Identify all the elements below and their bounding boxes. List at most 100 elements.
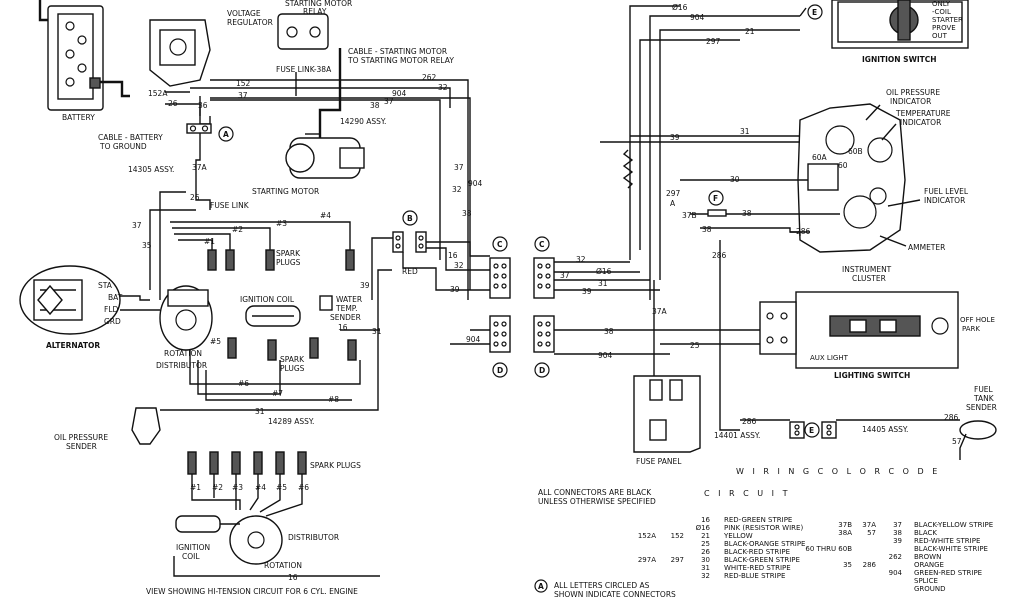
fuse-panel: FUSE PANEL <box>633 375 701 466</box>
legend-color: BLACK-WHITE STRIPE <box>914 545 988 553</box>
legend-color: RED-WHITE STRIPE <box>914 537 980 545</box>
svg-text:60B: 60B <box>848 147 863 156</box>
connector-c-right: C <box>533 236 555 299</box>
svg-text:AMMETER: AMMETER <box>908 243 945 252</box>
svg-text:30: 30 <box>730 175 740 184</box>
svg-text:38: 38 <box>604 327 614 336</box>
legend-color: RED-GREEN STRIPE <box>724 516 792 524</box>
svg-text:Ø16: Ø16 <box>672 3 688 12</box>
connector-d-right: D <box>533 315 555 378</box>
svg-text:31: 31 <box>255 407 265 416</box>
svg-text:297: 297 <box>706 37 721 46</box>
svg-text:RED: RED <box>402 267 418 276</box>
legend-circuit-c: 39 <box>893 537 902 545</box>
legend-circuit-c: 31 <box>701 564 710 572</box>
svg-text:60: 60 <box>838 161 848 170</box>
svg-text:904: 904 <box>466 335 481 344</box>
svg-text:904: 904 <box>690 13 705 22</box>
legend-color: BLACK-GREEN STRIPE <box>724 556 800 564</box>
svg-text:FLD: FLD <box>104 305 118 314</box>
svg-text:A: A <box>223 130 229 139</box>
harness-top <box>165 72 471 300</box>
svg-text:37: 37 <box>384 97 394 106</box>
legend-circuit-c: 16 <box>701 516 710 524</box>
ignition-coil: IGNITION COIL <box>240 295 301 327</box>
legend-circuit-c: 30 <box>701 556 710 564</box>
legend-circuit-a: 152A <box>638 532 656 540</box>
svg-text:39: 39 <box>582 287 592 296</box>
connector-c-left: C <box>489 236 511 299</box>
svg-text:D: D <box>497 366 503 375</box>
caption-bottom: VIEW SHOWING HI-TENSION CIRCUIT FOR 6 CY… <box>146 587 358 596</box>
legend-circuit-b: 57 <box>867 529 876 537</box>
distributor: ROTATION DISTRIBUTOR <box>156 285 213 370</box>
legend-circuit-b: 297 <box>671 556 684 564</box>
battery-label: BATTERY <box>62 113 95 122</box>
legend-circuit-a: 297A <box>638 556 656 564</box>
svg-text:286: 286 <box>796 227 811 236</box>
svg-text:37: 37 <box>454 163 464 172</box>
legend-color: YELLOW <box>723 532 753 540</box>
svg-text:31: 31 <box>372 327 382 336</box>
svg-text:37B: 37B <box>682 211 697 220</box>
starting-motor-relay: STARTING MOTOR RELAY <box>277 0 352 50</box>
rotation-label: ROTATION <box>164 349 202 358</box>
svg-text:AUX LIGHT: AUX LIGHT <box>810 354 849 362</box>
svg-text:STARTER: STARTER <box>932 16 963 24</box>
svg-text:D: D <box>539 366 545 375</box>
color-code-title: W I R I N G C O L O R C O D E <box>736 467 940 476</box>
legend-circuit-b: 37A <box>862 521 876 529</box>
svg-text:GRD: GRD <box>104 317 121 326</box>
svg-text:37A: 37A <box>652 307 668 316</box>
svg-text:31: 31 <box>598 279 608 288</box>
svg-text:35: 35 <box>142 241 152 250</box>
legend-circuit-c: 32 <box>701 572 710 580</box>
svg-text:26: 26 <box>168 99 178 108</box>
svg-text:#7: #7 <box>272 389 283 398</box>
legend-color: RED-BLUE STRIPE <box>724 572 785 580</box>
svg-text:#4: #4 <box>320 211 331 220</box>
spark-plugs-bottom: SPARK PLUGS <box>187 451 361 475</box>
svg-text:16: 16 <box>288 573 298 582</box>
connector-b: B RED <box>392 210 427 276</box>
connector-e-top: E <box>807 4 823 20</box>
svg-text:286: 286 <box>712 251 727 260</box>
svg-text:38: 38 <box>462 209 472 218</box>
svg-text:C: C <box>497 240 503 249</box>
connector-a: A <box>186 123 234 142</box>
legend-circuit-c: 37 <box>893 521 902 529</box>
svg-text:ONLY: ONLY <box>932 0 951 8</box>
legend-color: BLACK-YELLOW STRIPE <box>914 521 993 529</box>
svg-text:14405 ASSY.: 14405 ASSY. <box>862 425 908 434</box>
legend-color: ORANGE <box>914 561 944 569</box>
svg-text:#5: #5 <box>276 483 287 492</box>
svg-text:STA: STA <box>98 281 113 290</box>
legend-color: GREEN-RED STRIPE <box>914 569 982 577</box>
ignition-coil-label: IGNITION COIL <box>240 295 295 304</box>
legend-circuit-c: 904 <box>889 569 903 577</box>
starting-motor: STARTING MOTOR <box>252 133 365 196</box>
svg-text:38: 38 <box>742 209 752 218</box>
svg-text:#4: #4 <box>255 483 266 492</box>
battery: BATTERY <box>47 5 104 122</box>
svg-text:BAT: BAT <box>108 293 123 302</box>
starting-motor-cable <box>318 48 342 140</box>
svg-text:21: 21 <box>745 27 755 36</box>
svg-text:32: 32 <box>438 83 448 92</box>
svg-text:38: 38 <box>370 101 380 110</box>
svg-text:152A: 152A <box>148 89 168 98</box>
